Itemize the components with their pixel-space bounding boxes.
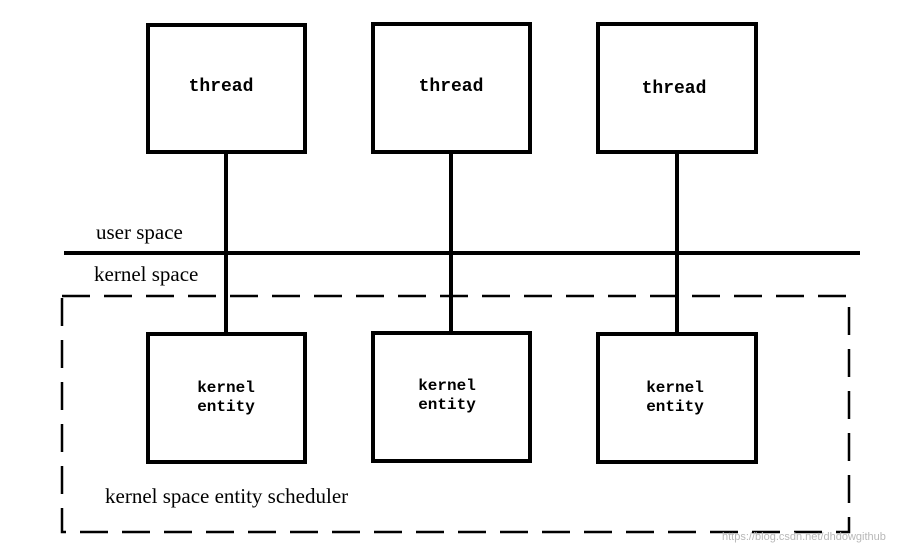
thread-node-3: thread <box>596 22 758 154</box>
kernel-entity-label-line2: entity <box>418 396 476 414</box>
kernel-entity-node-2: kernel entity <box>371 331 532 463</box>
kernel-space-label: kernel space <box>94 262 198 286</box>
kernel-entity-label-line1: kernel <box>646 379 704 397</box>
kernel-entity-node-3: kernel entity <box>596 332 758 464</box>
thread-label: thread <box>419 77 484 97</box>
kernel-entity-label-line1: kernel <box>418 377 476 395</box>
thread-node-2: thread <box>371 22 532 154</box>
kernel-entity-label-line2: entity <box>197 398 255 416</box>
kernel-entity-label-line1: kernel <box>197 379 255 397</box>
thread-node-1: thread <box>146 23 307 154</box>
watermark-text: https://blog.csdn.net/dhdowgithub <box>722 531 886 543</box>
kernel-entity-node-1: kernel entity <box>146 332 307 464</box>
kernel-entity-label-line2: entity <box>646 398 704 416</box>
scheduler-label: kernel space entity scheduler <box>105 484 348 508</box>
thread-label: thread <box>189 77 254 97</box>
user-space-label: user space <box>96 220 183 244</box>
kernel-scheduler-boundary <box>60 294 851 534</box>
thread-label: thread <box>642 79 707 99</box>
